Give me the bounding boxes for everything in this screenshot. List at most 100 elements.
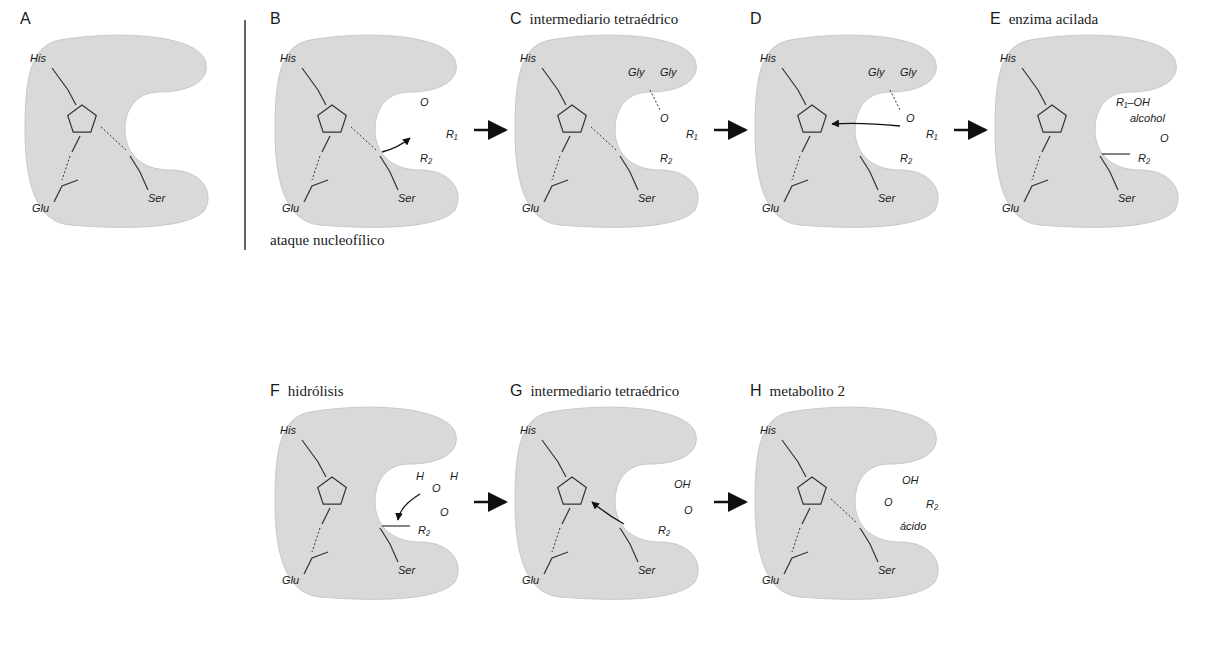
panel-caption: enzima acilada <box>1009 11 1099 27</box>
chem-label: R₁ <box>926 128 937 141</box>
enzyme-illustration <box>750 30 950 230</box>
panel-heading: Gintermediario tetraédrico <box>510 380 710 402</box>
chem-label: His <box>30 52 46 65</box>
step-arrow <box>954 129 986 132</box>
chem-label: R₁ <box>446 128 457 141</box>
chem-label: O <box>884 496 893 509</box>
chem-label: Glu <box>762 202 779 215</box>
panel-letter: F <box>270 382 280 399</box>
chem-label: Glu <box>282 574 299 587</box>
chem-label: Ser <box>638 564 655 577</box>
enzyme-panel: A HisGlu Ser <box>20 8 220 230</box>
enzyme-panel: Cintermediario tetraédricoHisGlu Ser Gly Gl… <box>510 8 710 230</box>
chem-label: Ser <box>398 192 415 205</box>
chem-label: Glu <box>1002 202 1019 215</box>
chem-label: Glu <box>282 202 299 215</box>
separator-line <box>244 20 246 250</box>
step-arrow <box>474 501 506 504</box>
chem-label: OH <box>902 474 919 487</box>
panel-heading: B <box>270 8 470 30</box>
chem-label: Ser <box>638 192 655 205</box>
chem-label: R₁ <box>686 128 697 141</box>
panel-caption-row: ataque nucleofílico <box>270 230 470 250</box>
step-arrow <box>474 129 506 132</box>
chem-label: Gly <box>660 66 677 79</box>
chem-label: R₂ <box>420 152 432 165</box>
panel-letter: H <box>750 382 762 399</box>
chem-label: His <box>760 52 776 65</box>
chem-label: O <box>660 112 669 125</box>
panel-letter: E <box>990 10 1001 27</box>
chem-label: alcohol <box>1130 112 1165 125</box>
panel-heading: D <box>750 8 950 30</box>
chem-label: R₂ <box>900 152 912 165</box>
enzyme-illustration <box>990 30 1190 230</box>
chem-label: O <box>906 112 915 125</box>
panel-heading: Hmetabolito 2 <box>750 380 950 402</box>
chem-label: H <box>416 470 424 483</box>
chem-label: Glu <box>522 202 539 215</box>
chem-label: R₂ <box>926 498 938 511</box>
enzyme-area: HisGlu Ser Gly GlyO R₁ R₂ <box>510 30 710 230</box>
enzyme-area: HisGluSerHOHOR₂ <box>270 402 470 602</box>
chem-label: O <box>420 96 429 109</box>
panel-heading: Fhidrólisis <box>270 380 470 402</box>
chem-label: Glu <box>32 202 49 215</box>
enzyme-panel: D HisGlu Ser Gly GlyO R₁ R₂ <box>750 8 950 230</box>
chem-label: Ser <box>878 564 895 577</box>
enzyme-illustration <box>20 30 220 230</box>
enzyme-panel: B HisGlu Ser O R₁ R₂ ataque nucleofílico <box>270 8 470 250</box>
step-arrow <box>714 129 746 132</box>
enzyme-illustration <box>270 402 470 602</box>
chem-label: O <box>432 482 441 495</box>
chem-label: His <box>760 424 776 437</box>
chem-label: O <box>440 506 449 519</box>
panel-heading: A <box>20 8 220 30</box>
enzyme-panel: FhidrólisisHisGluSerHOHOR₂ <box>270 380 470 602</box>
chem-label: His <box>280 52 296 65</box>
chem-label: His <box>520 424 536 437</box>
enzyme-area: HisGluSerOHOR₂ácido <box>750 402 950 602</box>
panel-caption: ataque nucleofílico <box>270 232 385 248</box>
chem-label: His <box>1000 52 1016 65</box>
enzyme-area: HisGlu Ser <box>20 30 220 230</box>
chem-label: His <box>280 424 296 437</box>
chem-label: Gly <box>900 66 917 79</box>
chem-label: Ser <box>398 564 415 577</box>
enzyme-area: HisGlu Ser O R₁ R₂ <box>270 30 470 230</box>
panel-heading: Eenzima acilada <box>990 8 1190 30</box>
chem-label: R₂ <box>658 524 670 537</box>
panel-letter: C <box>510 10 522 27</box>
panel-caption: intermediario tetraédrico <box>530 11 679 27</box>
panel-letter: A <box>20 10 31 27</box>
chem-label: R₁–OH <box>1116 96 1150 109</box>
enzyme-area: HisGlu Ser OH O R₂ <box>510 402 710 602</box>
chem-label: R₂ <box>418 524 430 537</box>
enzyme-area: HisGluSerR₁–OHalcoholOR₂ <box>990 30 1190 230</box>
chem-label: R₂ <box>660 152 672 165</box>
chem-label: His <box>520 52 536 65</box>
panel-letter: D <box>750 10 762 27</box>
enzyme-panel: Gintermediario tetraédricoHisGlu Ser OH O R₂ <box>510 380 710 602</box>
chem-label: ácido <box>900 520 926 533</box>
chem-label: H <box>450 470 458 483</box>
chem-label: O <box>684 504 693 517</box>
panel-heading: Cintermediario tetraédrico <box>510 8 710 30</box>
chem-label: O <box>1160 132 1169 145</box>
enzyme-area: HisGlu Ser Gly GlyO R₁ R₂ <box>750 30 950 230</box>
enzyme-illustration <box>750 402 950 602</box>
panel-letter: B <box>270 10 281 27</box>
chem-label: Ser <box>148 192 165 205</box>
chem-label: OH <box>674 478 691 491</box>
enzyme-panel: Hmetabolito 2HisGluSerOHOR₂ácido <box>750 380 950 602</box>
chem-label: R₂ <box>1138 152 1150 165</box>
chem-label: Gly <box>628 66 645 79</box>
chem-label: Gly <box>868 66 885 79</box>
chem-label: Ser <box>878 192 895 205</box>
chem-label: Glu <box>522 574 539 587</box>
panel-caption: metabolito 2 <box>770 383 845 399</box>
enzyme-illustration <box>270 30 470 230</box>
enzyme-illustration <box>510 30 710 230</box>
panel-caption: intermediario tetraédrico <box>530 383 679 399</box>
